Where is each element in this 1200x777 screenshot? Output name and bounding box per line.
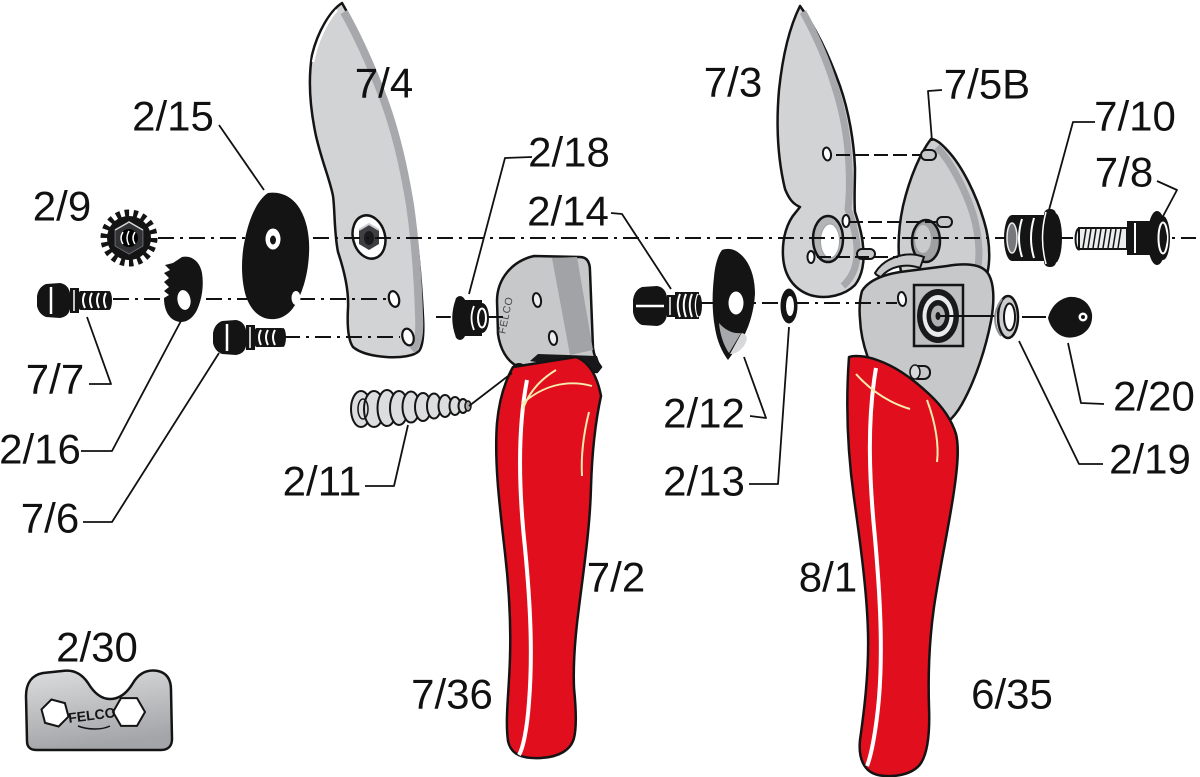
part-washer-2-19 (993, 294, 1020, 340)
part-label-2-19: 2/19 (1109, 436, 1191, 483)
part-label-7-36: 7/36 (411, 671, 493, 718)
part-right-handle-grip (846, 354, 959, 777)
part-label-2-30: 2/30 (56, 624, 138, 671)
part-label-2-11: 2/11 (283, 458, 362, 505)
part-pawl (164, 256, 203, 322)
part-label-8-1: 8/1 (799, 554, 857, 601)
part-cam-plate (242, 192, 310, 320)
part-cutting-blade (308, 1, 425, 359)
part-label-2-16: 2/16 (0, 426, 81, 473)
part-label-2-12: 2/12 (663, 390, 745, 437)
part-label-2-9: 2/9 (33, 183, 91, 230)
part-label-7-4: 7/4 (355, 60, 413, 107)
part-thumb-catch (712, 248, 755, 360)
part-counter-blade (776, 4, 865, 299)
part-label-7-8: 7/8 (1095, 149, 1153, 196)
part-volute-spring (350, 389, 472, 428)
leader-lines (81, 89, 1178, 523)
part-label-7-3: 7/3 (704, 59, 762, 106)
part-label-6-35: 6/35 (971, 671, 1053, 718)
part-label-7-10: 7/10 (1094, 93, 1176, 140)
part-left-handle-head: FELCO (495, 254, 603, 379)
part-labels: 2/15 7/4 2/9 7/7 2/16 7/6 2/11 2/18 2/14… (0, 59, 1195, 718)
part-label-7-5b: 7/5B (944, 61, 1030, 108)
part-label-2-13: 2/13 (663, 458, 745, 505)
part-pivot-bolt-7-8 (1074, 211, 1170, 265)
part-bolt-2-14 (633, 286, 702, 326)
part-label-2-18: 2/18 (528, 129, 610, 176)
part-left-handle-grip (494, 355, 603, 760)
part-bushing-2-18 (450, 296, 489, 340)
part-bolt-7-7 (37, 283, 112, 318)
wrench-brand-logo: FELCO (67, 704, 116, 726)
part-label-2-20: 2/20 (1113, 373, 1195, 420)
part-bolt-7-6 (213, 320, 286, 355)
part-label-7-7: 7/7 (26, 356, 84, 403)
part-cap-nut (1048, 296, 1093, 338)
part-label-7-6: 7/6 (21, 495, 79, 542)
part-label-2-15: 2/15 (132, 93, 214, 140)
part-label-2-14: 2/14 (527, 188, 609, 235)
part-label-7-2: 7/2 (587, 554, 645, 601)
part-toothed-nut (100, 209, 158, 267)
part-wrench-plate: FELCO (24, 669, 174, 752)
part-washer-2-13 (780, 288, 798, 324)
part-pivot-bushing-7-10 (1004, 209, 1062, 267)
